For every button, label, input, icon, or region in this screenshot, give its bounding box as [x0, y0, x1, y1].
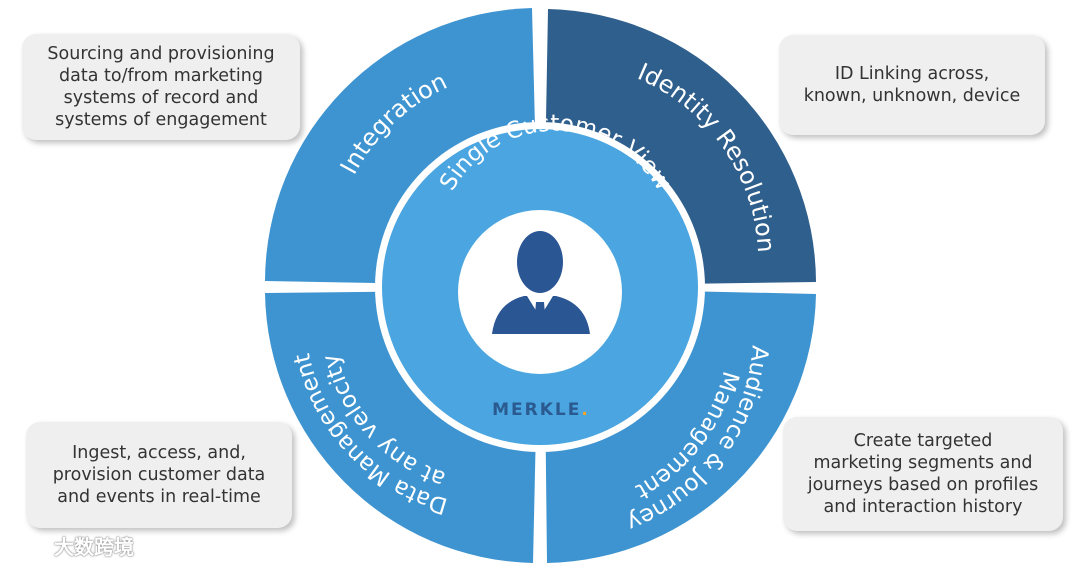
- callout-identity-resolution: ID Linking across, known, unknown, devic…: [779, 35, 1045, 135]
- watermark-logo: [8, 537, 47, 554]
- watermark: 大数跨境: [8, 531, 134, 560]
- callout-integration: Sourcing and provisioning data to/from m…: [22, 34, 300, 140]
- watermark-text: 大数跨境: [54, 535, 134, 559]
- callout-data-management: Ingest, access, and, provision customer …: [26, 422, 292, 528]
- callout-audience-journey: Create targeted marketing segments and j…: [783, 417, 1063, 531]
- merkle-logo: MERKLE.: [492, 400, 590, 420]
- person-icon: [492, 231, 590, 334]
